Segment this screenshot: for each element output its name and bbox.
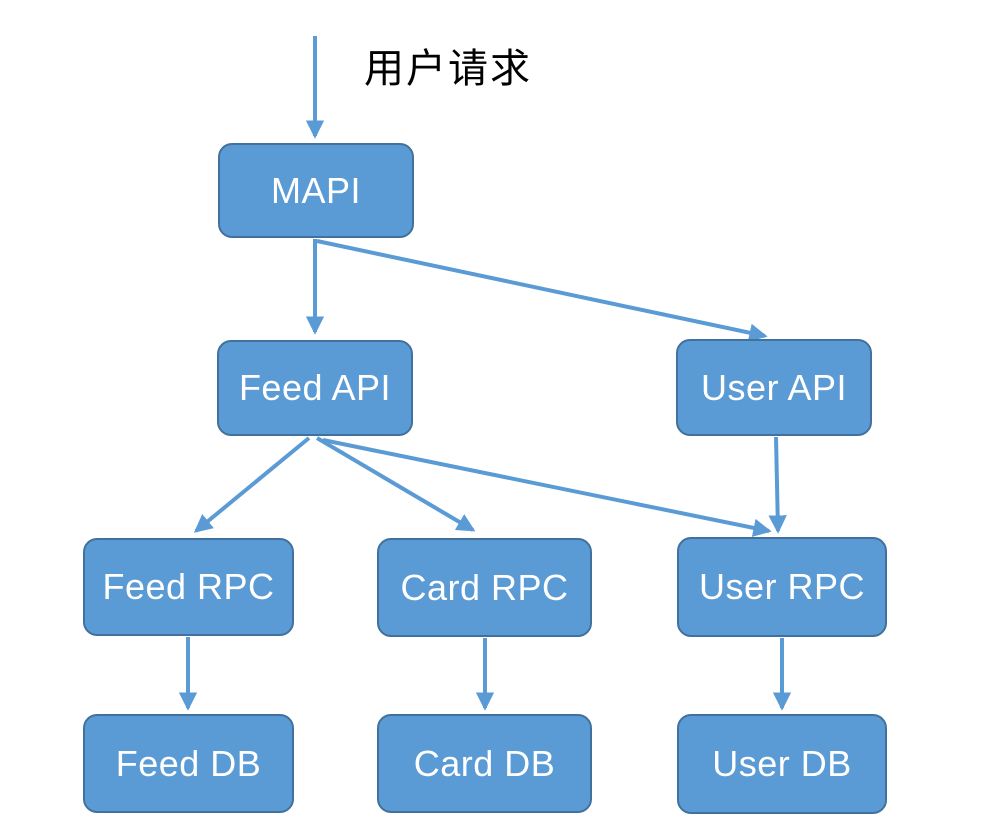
node-user-db-label: User DB	[712, 743, 852, 784]
node-feed-api-label: Feed API	[238, 367, 392, 408]
node-user-rpc-label: User RPC	[698, 566, 866, 607]
node-feed-db: Feed DB	[83, 714, 294, 813]
node-feed-api: Feed API	[217, 340, 413, 436]
edge-feed-api-to-feed-rpc	[193, 436, 311, 533]
edge-feed-api-to-card-rpc	[315, 436, 476, 532]
node-user-api-label: User API	[700, 366, 848, 408]
node-feed-db-label: Feed DB	[115, 742, 262, 784]
edge-user-api-to-user-rpc	[768, 436, 787, 534]
user-request-label: 用户请求	[364, 47, 532, 91]
node-user-db: User DB	[677, 714, 887, 814]
node-card-db-label: Card DB	[413, 742, 556, 784]
edge-mapi-to-user-api	[316, 239, 768, 342]
node-card-rpc-label: Card RPC	[400, 566, 569, 608]
edge-feed-api-to-user-rpc	[322, 438, 772, 537]
node-mapi-label: MAPI	[270, 169, 361, 211]
node-mapi: MAPI	[218, 143, 414, 238]
node-user-rpc: User RPC	[677, 537, 887, 637]
node-feed-rpc-label: Feed RPC	[102, 566, 275, 607]
node-feed-rpc: Feed RPC	[83, 538, 294, 636]
node-user-api: User API	[676, 339, 872, 436]
node-card-rpc: Card RPC	[377, 538, 592, 637]
node-card-db: Card DB	[377, 714, 592, 813]
